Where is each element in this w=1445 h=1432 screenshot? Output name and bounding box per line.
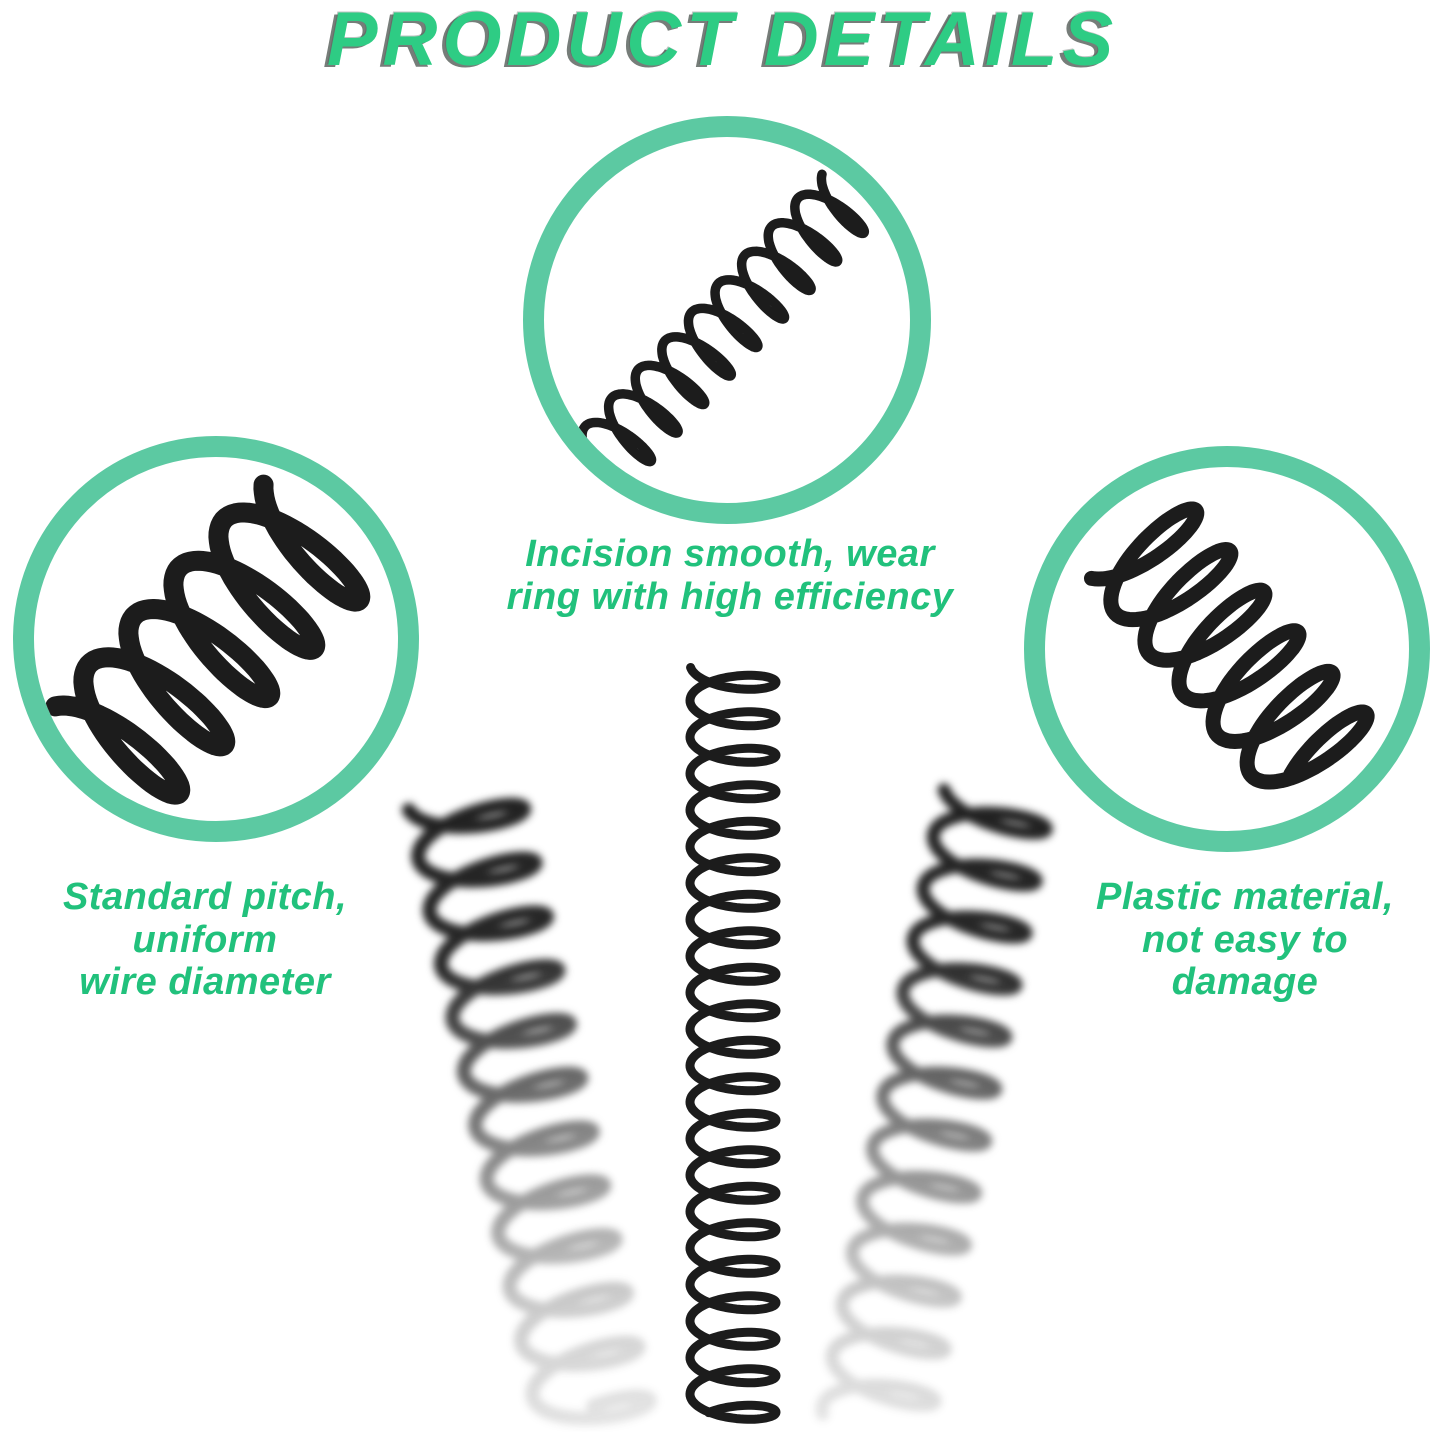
caption-line: Incision smooth, wear: [455, 533, 1005, 576]
caption-line: ring with high efficiency: [455, 576, 1005, 619]
caption-plastic-material: Plastic material, not easy to damage: [1055, 876, 1435, 1004]
coil-photo-bottom-center-sharp: [685, 663, 781, 1424]
caption-line: not easy to: [1055, 919, 1435, 962]
coil-photo-left-icon: [45, 474, 371, 805]
coil-photo-bottom-right-blurred: [815, 783, 1053, 1421]
coil-photo-bottom-left-blurred: [401, 797, 657, 1426]
caption-line: Plastic material,: [1055, 876, 1435, 919]
caption-line: Standard pitch,: [15, 876, 395, 919]
coil-photo-right-icon: [1083, 501, 1375, 790]
caption-line: uniform: [15, 919, 395, 962]
feature-circle-top: [523, 116, 931, 524]
caption-incision-smooth: Incision smooth, wear ring with high eff…: [455, 533, 1005, 618]
feature-circle-left: [13, 436, 419, 842]
feature-circle-right: [1024, 446, 1430, 852]
caption-line: wire diameter: [15, 961, 395, 1004]
coil-photo-top-icon: [577, 169, 870, 470]
page-title: PRODUCT DETAILS: [326, 0, 1119, 82]
caption-standard-pitch: Standard pitch, uniform wire diameter: [15, 876, 395, 1004]
caption-line: damage: [1055, 961, 1435, 1004]
